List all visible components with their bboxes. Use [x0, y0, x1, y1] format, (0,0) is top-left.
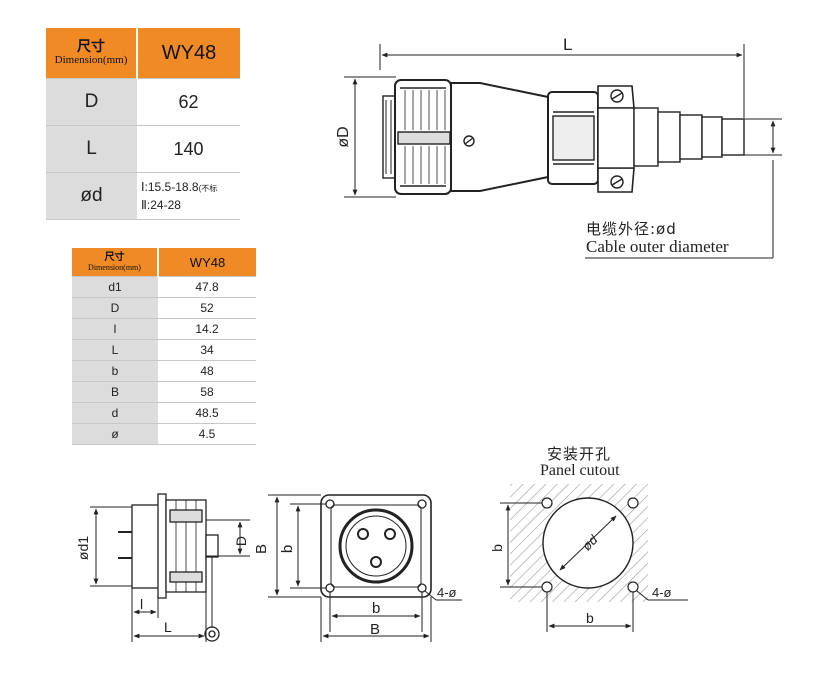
row-value: 48	[158, 360, 256, 382]
dim-B-horizontal-label: B	[370, 621, 380, 638]
table-header-row: 尺寸 Dimension(mm) WY48	[46, 28, 240, 79]
dim-D-label: D	[233, 536, 249, 546]
row-value: 4.5	[158, 423, 256, 445]
row-key: b	[72, 360, 158, 382]
header-cn: 尺寸	[77, 38, 105, 54]
dim-b-horizontal-label: b	[372, 600, 380, 617]
row-value: 34	[158, 339, 256, 361]
table-row: D 62	[46, 78, 240, 126]
cable-diameter-cn-label: 电缆外径:ød	[586, 220, 677, 238]
dim-L-label: L	[164, 619, 172, 635]
row-value: 48.5	[158, 402, 256, 424]
cable-diameter-en-label: Cable outer diameter	[586, 237, 729, 256]
row-key: L	[72, 339, 158, 361]
row-key: l	[72, 318, 158, 340]
row-value: 52	[158, 297, 256, 319]
row-key: d	[72, 402, 158, 424]
dim-L-label: L	[563, 35, 572, 54]
header-cn: 尺寸	[104, 251, 125, 263]
row-key: ø	[72, 423, 158, 445]
panel-cutout-title-cn: 安装开孔	[547, 445, 612, 463]
panel-cutout-view	[500, 484, 688, 632]
row-value: 58	[158, 381, 256, 403]
plug-side-view	[344, 44, 782, 259]
value-line2: Ⅱ:24-28	[141, 197, 181, 212]
holes-label: 4-ø	[652, 585, 672, 600]
value-line1: Ⅰ:15.5-18.8	[141, 179, 199, 194]
header-dimension-cell: 尺寸 Dimension(mm)	[46, 28, 138, 79]
header-en: Dimension(mm)	[88, 262, 141, 272]
header-dimension-cell: 尺寸 Dimension(mm)	[72, 248, 159, 277]
table-row: ød Ⅰ:15.5-18.8(不标 Ⅱ:24-28	[46, 172, 240, 220]
holes-label: 4-ø	[437, 585, 457, 600]
row-key: B	[72, 381, 158, 403]
dim-B-vertical-label: B	[253, 544, 270, 554]
dimension-table-main: 尺寸 Dimension(mm) WY48 D 62 L 140 ød Ⅰ:15…	[46, 28, 240, 220]
row-value: 47.8	[158, 276, 256, 298]
dim-b-vertical-label: b	[279, 545, 296, 553]
header-en: Dimension(mm)	[54, 54, 128, 66]
table-row: L 140	[46, 125, 240, 173]
row-value-multiline: Ⅰ:15.5-18.8(不标 Ⅱ:24-28	[137, 172, 240, 220]
table-header-row: 尺寸 Dimension(mm) WY48	[72, 248, 256, 277]
row-key: L	[46, 125, 137, 173]
header-model: WY48	[158, 248, 256, 277]
dim-b-horizontal-label: b	[586, 610, 594, 626]
row-key: d1	[72, 276, 158, 298]
dim-d1-label: ød1	[75, 536, 91, 560]
row-value: 62	[137, 78, 240, 126]
row-value: 14.2	[158, 318, 256, 340]
panel-cutout-title-en: Panel cutout	[540, 462, 620, 479]
row-key: D	[72, 297, 158, 319]
row-value: 140	[137, 125, 240, 173]
socket-front-view	[268, 494, 462, 642]
dim-l-label: l	[140, 596, 143, 612]
dim-D-label: øD	[335, 126, 352, 147]
value-note: (不标	[198, 183, 218, 193]
row-key: D	[46, 78, 137, 126]
header-model: WY48	[137, 28, 240, 79]
row-key: ød	[46, 172, 137, 220]
socket-side-view	[90, 493, 250, 642]
dim-b-vertical-label: b	[489, 544, 505, 552]
